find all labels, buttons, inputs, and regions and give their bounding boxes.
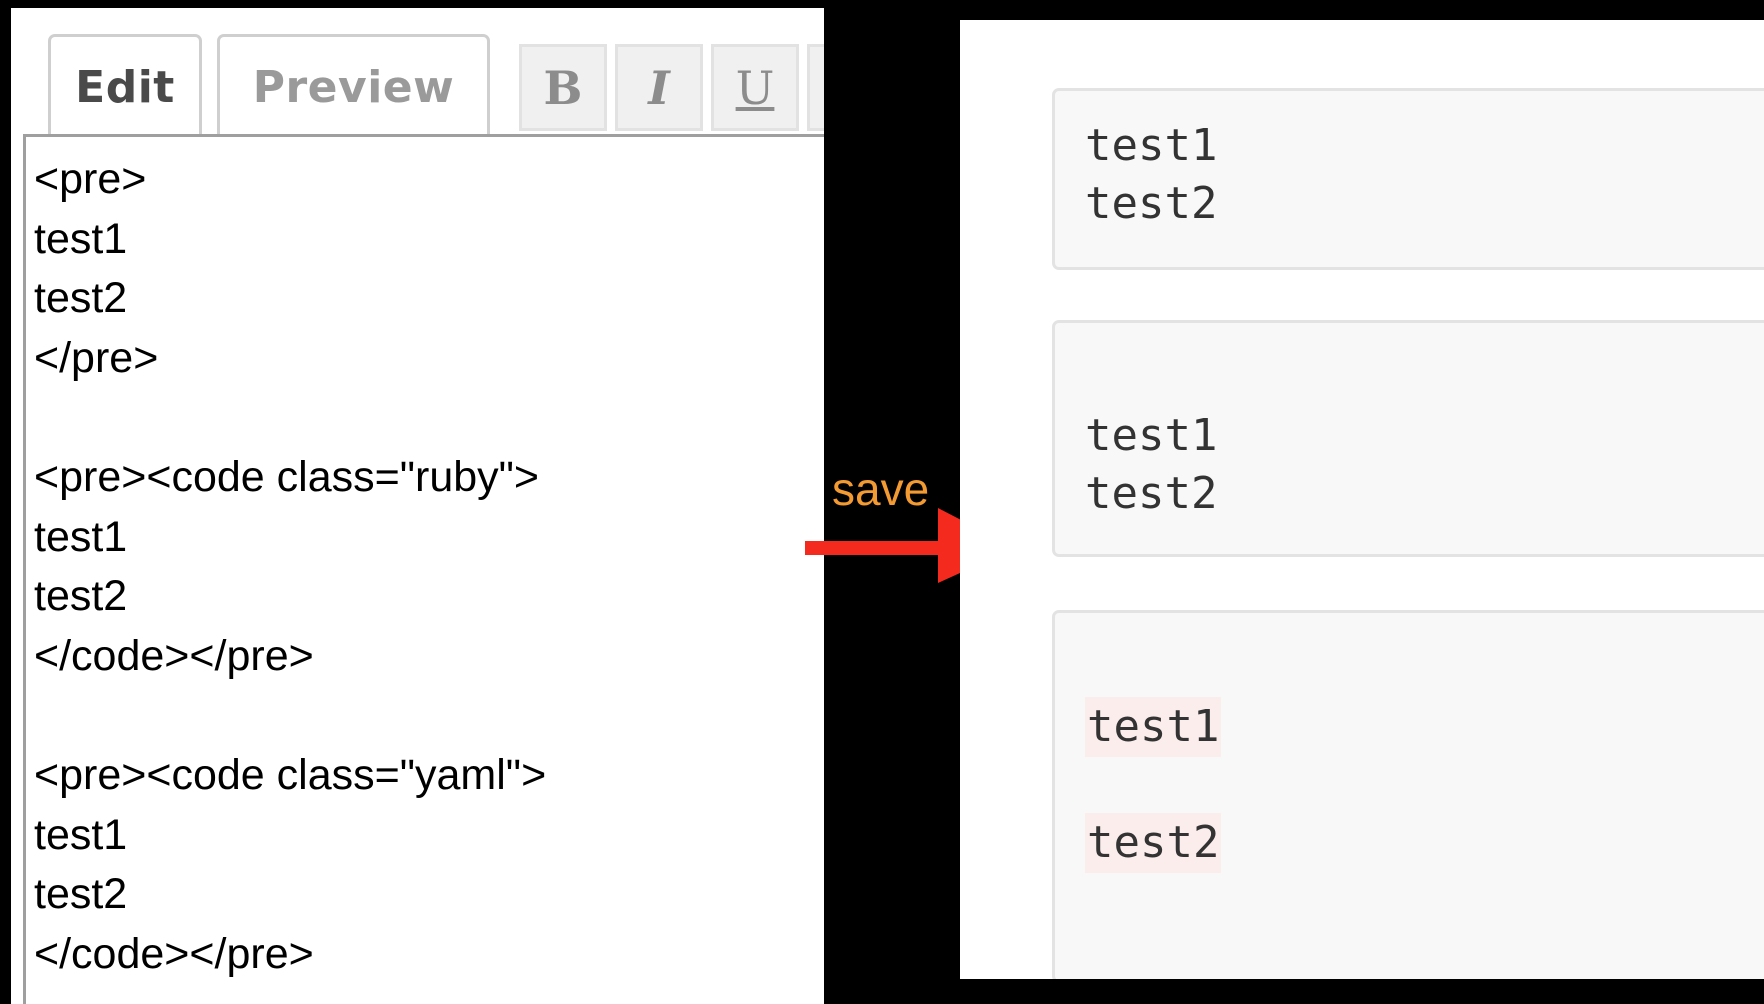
preview-panel: test1 test2 test1 test2 test1 test2 [960, 20, 1764, 979]
code-line-highlighted: test1 [1085, 697, 1222, 757]
bold-button[interactable]: B [519, 44, 607, 131]
italic-button[interactable]: I [615, 44, 703, 131]
editor-panel: Edit Preview B I U <pre> test1 test2 </p… [11, 8, 824, 1004]
code-line: test1 [1085, 410, 1218, 461]
italic-icon: I [648, 60, 670, 115]
tab-edit[interactable]: Edit [48, 34, 202, 138]
tab-preview[interactable]: Preview [217, 34, 490, 138]
code-block-highlighted: test1 test2 [1052, 610, 1764, 979]
code-block: test1 test2 [1052, 88, 1764, 270]
underline-icon: U [735, 60, 775, 115]
code-line: test2 [1085, 178, 1218, 229]
code-line-highlighted: test2 [1085, 813, 1222, 873]
code-line: test1 [1085, 120, 1218, 171]
code-line: test2 [1085, 468, 1218, 519]
save-label: save [832, 463, 930, 515]
code-block: test1 test2 [1052, 320, 1764, 557]
bold-icon: B [543, 60, 583, 115]
editor-textarea[interactable]: <pre> test1 test2 </pre> <pre><code clas… [23, 134, 824, 1004]
underline-button[interactable]: U [711, 44, 799, 131]
toolbar-button-partial[interactable] [807, 44, 824, 131]
